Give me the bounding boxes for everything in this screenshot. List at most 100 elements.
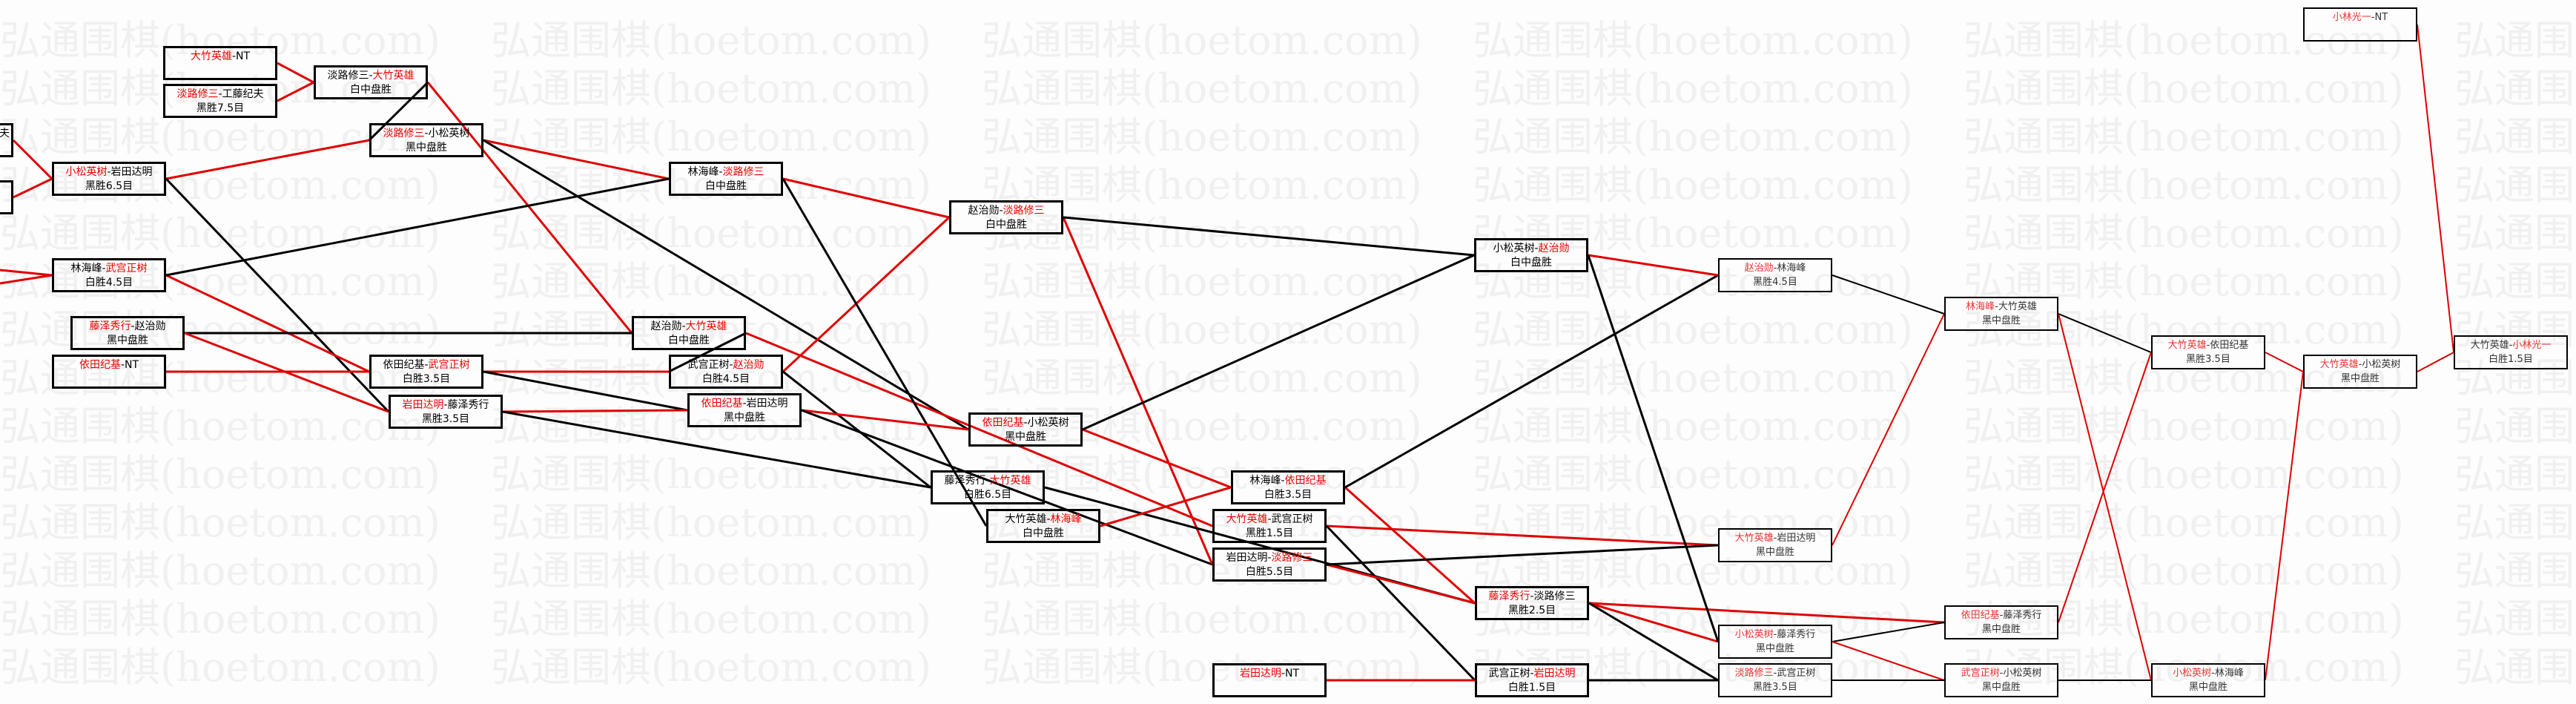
connection-line — [2058, 352, 2152, 623]
separator: - — [1999, 668, 2004, 679]
connection-line — [801, 409, 1213, 566]
match-box[interactable]: 林海峰-依田纪基白胜3.5目 — [1231, 470, 1345, 504]
player-2: NT — [2374, 12, 2388, 23]
match-box[interactable]: 工藤纪夫 — [0, 123, 13, 157]
match-box[interactable]: 大竹英雄-武宫正树黑胜1.5目 — [1212, 509, 1327, 543]
separator: - — [719, 166, 723, 178]
match-box[interactable]: 赵治勋-大竹英雄白中盘胜 — [632, 316, 746, 350]
connection-line — [668, 332, 747, 373]
connection-line — [483, 370, 688, 412]
match-players: 大竹英雄-小松英树 — [2305, 358, 2416, 372]
match-box[interactable]: 淡路修三-小松英树黑中盘胜 — [369, 123, 483, 157]
match-box[interactable]: 大竹英雄-依田纪基黑胜3.5目 — [2151, 335, 2265, 369]
match-players: 大竹英雄-NT — [165, 50, 275, 64]
match-players: 工藤纪夫 — [0, 127, 10, 141]
player-1: 淡路修三 — [176, 88, 219, 100]
match-result: 黑中盘胜 — [724, 412, 765, 424]
match-box[interactable]: 小林光一-NT — [2303, 7, 2417, 42]
match-box[interactable]: 武宫正树-岩田达明白胜1.5目 — [1475, 663, 1589, 697]
connection-line — [0, 274, 53, 285]
match-box[interactable]: 小松英树-林海峰黑中盘胜 — [2151, 663, 2265, 697]
separator: - — [107, 166, 111, 178]
separator: - — [742, 398, 747, 409]
player-2: 淡路修三 — [722, 166, 764, 178]
connection-line — [2058, 313, 2152, 353]
match-box[interactable]: 淡路修三-工藤纪夫黑胜7.5目 — [163, 84, 277, 118]
match-players: 赵治勋-淡路修三 — [951, 204, 1061, 218]
connection-line — [165, 139, 370, 180]
match-box[interactable]: 小松英树-岩田达明黑胜6.5目 — [52, 162, 166, 196]
match-result: 黑胜4.5目 — [1753, 277, 1797, 288]
match-players: 林海峰-武宫正树 — [54, 262, 164, 276]
match-box[interactable]: 大竹英雄-NT — [163, 46, 277, 80]
match-result: 黑中盘胜 — [1981, 315, 2021, 326]
match-box[interactable]: 依田纪基-NT — [52, 355, 166, 389]
player-2: NT — [125, 359, 139, 371]
match-box[interactable]: 藤泽秀行-淡路修三黑胜2.5目 — [1475, 586, 1589, 620]
separator: - — [2371, 12, 2375, 23]
match-box[interactable]: 依田纪基-武宫正树白胜3.5目 — [369, 355, 483, 389]
connection-line — [1588, 602, 1719, 682]
match-result: 黑胜3.5目 — [2186, 354, 2230, 365]
player-2: 岩田达明 — [1533, 668, 1576, 680]
separator: - — [1773, 668, 1777, 679]
match-box[interactable]: 淡路修三-武宫正树黑胜3.5目 — [1718, 663, 1832, 697]
match-box[interactable]: 小松英树-赵治勋白中盘胜 — [1474, 238, 1588, 272]
player-2: 大竹英雄 — [989, 475, 1031, 487]
match-box[interactable]: 小松英树-藤泽秀行黑中盘胜 — [1718, 625, 1832, 659]
match-players: 依田纪基-武宫正树 — [371, 358, 481, 372]
separator: - — [2509, 340, 2513, 351]
match-box[interactable]: 大竹英雄-小林光一白胜1.5目 — [2454, 335, 2568, 369]
connection-line — [165, 274, 370, 373]
match-result: 白中盘胜 — [985, 219, 1027, 231]
match-box[interactable]: 藤泽秀行-赵治勋黑中盘胜 — [70, 316, 185, 350]
match-box[interactable]: 依田纪基-岩田达明黑中盘胜 — [687, 393, 802, 427]
match-box[interactable]: 大竹英雄-岩田达明黑中盘胜 — [1718, 528, 1832, 562]
match-result: 黑中盘胜 — [406, 142, 447, 154]
connection-line — [483, 139, 670, 180]
player-2: 岩田达明 — [1777, 533, 1816, 544]
player-1: 藤泽秀行 — [89, 320, 131, 332]
player-1: 大竹英雄 — [2470, 340, 2509, 351]
player-1: 岩田达明 — [402, 399, 444, 411]
player-1: 工藤纪夫 — [0, 128, 10, 139]
match-box[interactable]: 岩田达明-NT — [1212, 663, 1327, 697]
separator: - — [1046, 513, 1051, 525]
connection-line — [1832, 641, 1945, 681]
match-players: 岩田达明-藤泽秀行 — [391, 398, 501, 412]
match-players: 依田纪基-藤泽秀行 — [1946, 608, 2057, 622]
match-box[interactable]: 岩田达明-藤泽秀行黑胜3.5目 — [389, 395, 503, 429]
connection-line — [502, 410, 931, 489]
match-players: 依田纪基-岩田达明 — [690, 397, 799, 411]
connection-line — [1326, 563, 1476, 605]
match-box[interactable]: 赵治勋-林海峰黑胜4.5目 — [1718, 258, 1832, 292]
match-box[interactable]: 赵治勋-淡路修三白中盘胜 — [949, 200, 1063, 234]
player-1: 林海峰 — [1249, 475, 1281, 487]
match-box[interactable]: 岩田达明-淡路修三白胜5.5目 — [1212, 547, 1327, 582]
match-box[interactable]: 大竹英雄-林海峰白中盘胜 — [986, 509, 1100, 543]
separator: - — [369, 70, 373, 82]
match-players: 大竹英雄-岩田达明 — [1720, 531, 1831, 545]
match-box[interactable]: 依田纪基-小松英树黑中盘胜 — [968, 412, 1083, 447]
match-players: 淡路修三-小松英树 — [371, 127, 481, 141]
match-box[interactable]: 依田纪基-藤泽秀行黑中盘胜 — [1944, 605, 2058, 639]
match-box[interactable]: 藤泽秀行-大竹英雄白胜6.5目 — [931, 470, 1045, 504]
player-2: 淡路修三 — [1271, 552, 1313, 564]
separator: - — [1995, 301, 1998, 312]
player-2: 大竹英雄 — [1998, 301, 2037, 312]
player-2: 武宫正树 — [1777, 668, 1816, 679]
match-box[interactable]: 大竹英雄-小松英树黑中盘胜 — [2303, 355, 2417, 389]
match-box[interactable]: 武宫正树-小松英树黑中盘胜 — [1944, 663, 2058, 697]
match-players: 武宫正树-赵治勋 — [671, 358, 781, 372]
match-box[interactable]: 林海峰-武宫正树白胜4.5目 — [52, 258, 166, 292]
match-box[interactable] — [0, 180, 13, 214]
player-1: 岩田达明 — [1239, 668, 1281, 680]
separator: - — [1773, 533, 1777, 544]
match-box[interactable]: 林海峰-淡路修三白中盘胜 — [669, 162, 783, 196]
connection-line — [1832, 274, 1945, 315]
match-box[interactable]: 林海峰-大竹英雄黑中盘胜 — [1944, 297, 2058, 331]
match-box[interactable]: 武宫正树-赵治勋白胜4.5目 — [669, 355, 783, 389]
connection-line — [745, 332, 1213, 527]
match-box[interactable]: 淡路修三-大竹英雄白中盘胜 — [314, 65, 428, 99]
player-1: 大竹英雄 — [2319, 359, 2359, 370]
